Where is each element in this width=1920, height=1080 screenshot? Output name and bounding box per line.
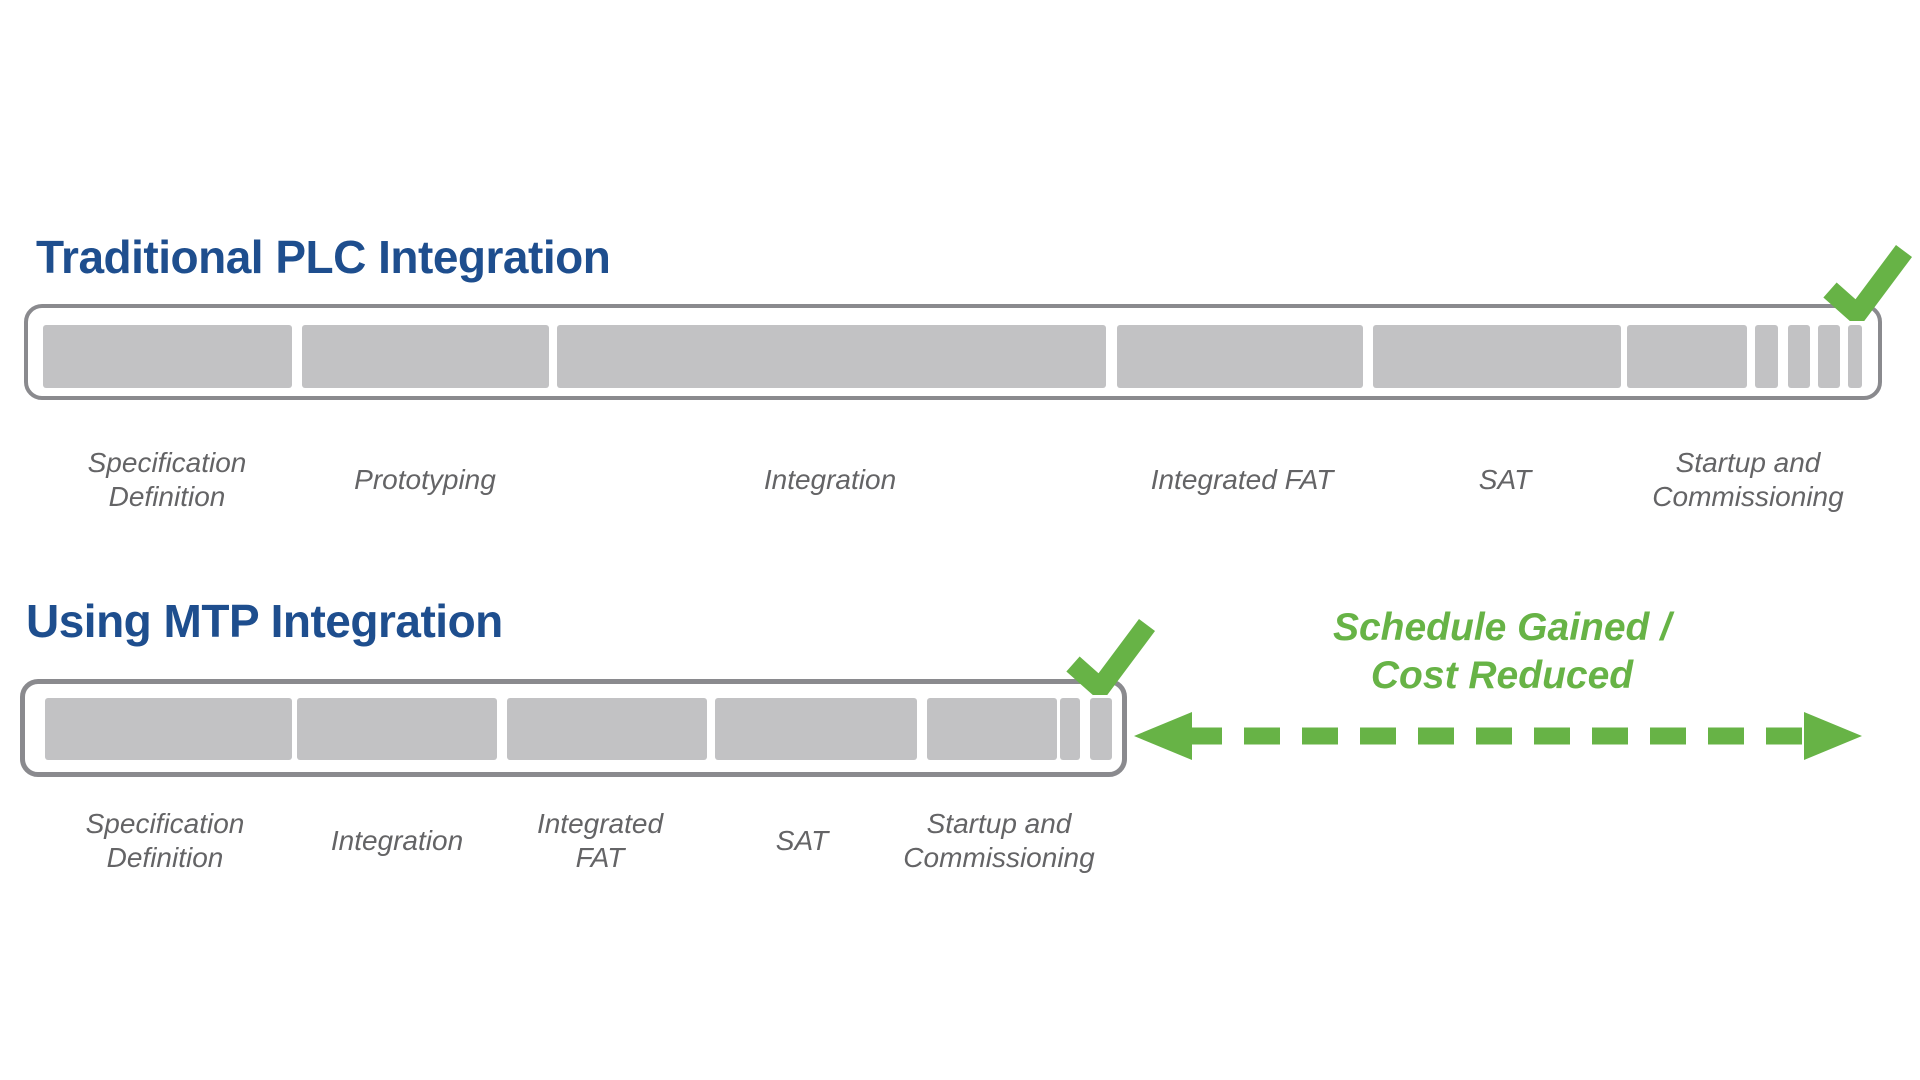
segment-stripe bbox=[1060, 698, 1080, 760]
dashed-double-arrow-icon bbox=[1134, 712, 1862, 760]
segment-startup-and-commissioning bbox=[927, 698, 1057, 760]
label-specification-definition: Specification Definition bbox=[87, 447, 247, 512]
segment-integrated-fat bbox=[1117, 325, 1363, 388]
segment-startup-and-commissioning bbox=[1627, 325, 1747, 388]
segment-integration bbox=[557, 325, 1106, 388]
checkmark-icon bbox=[1823, 245, 1912, 321]
label-integration: Integration bbox=[763, 464, 897, 496]
checkmark-stroke bbox=[1066, 619, 1155, 695]
label-startup-and-commissioning: Startup and Commissioning bbox=[903, 808, 1095, 873]
segment-sat bbox=[715, 698, 917, 760]
label-sat: SAT bbox=[1478, 464, 1532, 496]
label-prototyping: Prototyping bbox=[354, 464, 496, 496]
heading-using-mtp-integration: Using MTP Integration bbox=[26, 595, 503, 647]
segment-stripe bbox=[1755, 325, 1778, 388]
segment-specification-definition bbox=[43, 325, 292, 388]
checkmark-icon bbox=[1066, 619, 1155, 695]
segment-stripe bbox=[1818, 325, 1840, 388]
segment-integration bbox=[297, 698, 497, 760]
heading-traditional-plc-integration: Traditional PLC Integration bbox=[36, 231, 611, 283]
label-integrated-fat: Integrated FAT bbox=[1150, 464, 1334, 496]
label-integration: Integration bbox=[330, 825, 464, 857]
arrow-head-right bbox=[1804, 712, 1862, 760]
segment-stripe bbox=[1848, 325, 1862, 388]
segment-integrated-fat bbox=[507, 698, 707, 760]
label-startup-and-commissioning: Startup and Commissioning bbox=[1652, 447, 1844, 512]
segment-prototyping bbox=[302, 325, 549, 388]
label-sat: SAT bbox=[775, 825, 829, 857]
segment-sat bbox=[1373, 325, 1621, 388]
segment-stripe bbox=[1788, 325, 1810, 388]
label-integrated-fat: Integrated FAT bbox=[536, 808, 664, 873]
annotation-line-2: Cost Reduced bbox=[1370, 653, 1634, 697]
checkmark-stroke bbox=[1823, 245, 1912, 321]
segment-specification-definition bbox=[45, 698, 292, 760]
annotation-line-1: Schedule Gained / bbox=[1332, 606, 1672, 649]
label-specification-definition: Specification Definition bbox=[85, 808, 245, 873]
arrow-head-left bbox=[1134, 712, 1192, 760]
segment-stripe bbox=[1090, 698, 1112, 760]
schedule-gained-annotation: Schedule Gained / Cost Reduced bbox=[1333, 604, 1671, 700]
